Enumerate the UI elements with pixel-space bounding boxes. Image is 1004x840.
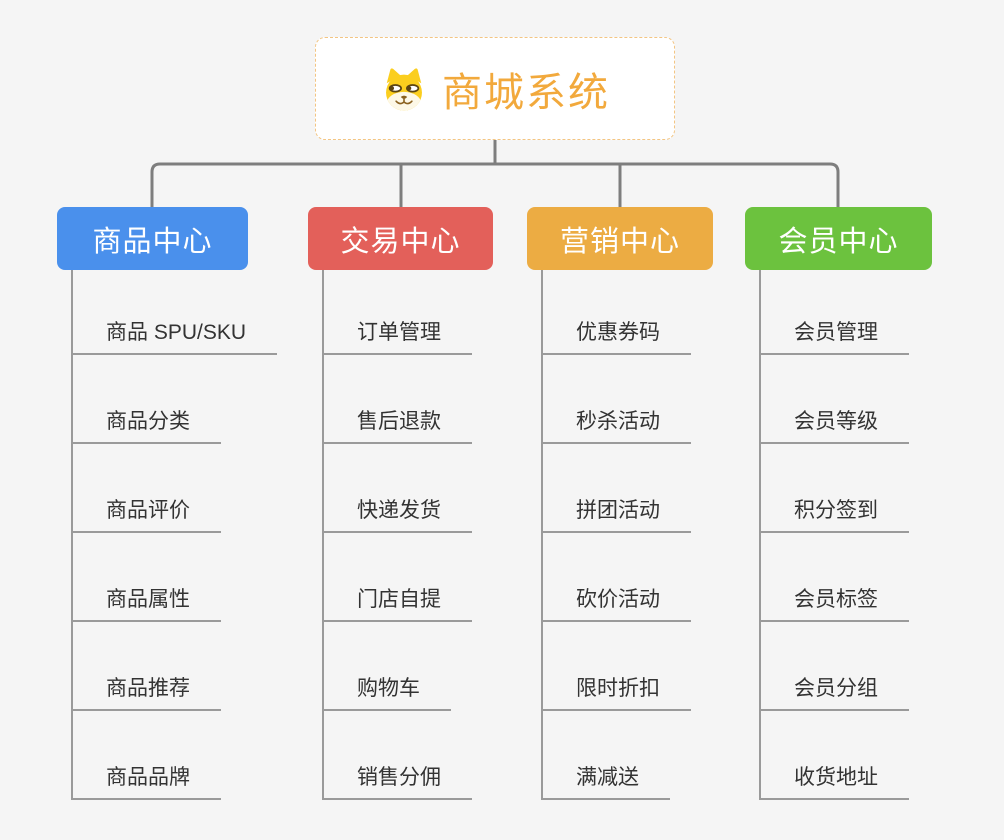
topic-label: 商品评价 xyxy=(73,494,221,533)
topic-item[interactable]: 商品推荐 xyxy=(73,622,277,711)
branch-marketing-items: 优惠券码 秒杀活动 拼团活动 砍价活动 限时折扣 满减送 xyxy=(541,270,691,800)
topic-label: 快递发货 xyxy=(324,494,472,533)
topic-item[interactable]: 收货地址 xyxy=(761,711,909,800)
topic-label: 门店自提 xyxy=(324,583,472,622)
topic-item[interactable]: 销售分佣 xyxy=(324,711,472,800)
topic-item[interactable]: 商品评价 xyxy=(73,444,277,533)
topic-label: 限时折扣 xyxy=(543,672,691,711)
branch-node-trade-center[interactable]: 交易中心 xyxy=(308,207,493,270)
topic-label: 商品分类 xyxy=(73,405,221,444)
branch-node-product-center[interactable]: 商品中心 xyxy=(57,207,248,270)
topic-label: 拼团活动 xyxy=(543,494,691,533)
topic-label: 优惠券码 xyxy=(543,316,691,355)
branch-node-member-center[interactable]: 会员中心 xyxy=(745,207,932,270)
topic-label: 售后退款 xyxy=(324,405,472,444)
topic-label: 订单管理 xyxy=(324,316,472,355)
topic-label: 秒杀活动 xyxy=(543,405,691,444)
branch-trade-center: 交易中心 订单管理 售后退款 快递发货 门店自提 购物车 销售分佣 xyxy=(308,207,493,800)
root-node-mall-system[interactable]: 商城系统 xyxy=(315,37,675,140)
topic-item[interactable]: 快递发货 xyxy=(324,444,472,533)
topic-label: 满减送 xyxy=(543,761,670,800)
topic-label: 商品 SPU/SKU xyxy=(73,316,278,355)
topic-label: 会员分组 xyxy=(761,672,909,711)
branch-marketing-center: 营销中心 优惠券码 秒杀活动 拼团活动 砍价活动 限时折扣 满减送 xyxy=(527,207,713,800)
topic-item[interactable]: 购物车 xyxy=(324,622,472,711)
dog-face-icon xyxy=(386,67,422,111)
topic-item[interactable]: 优惠券码 xyxy=(543,270,691,355)
branch-member-items: 会员管理 会员等级 积分签到 会员标签 会员分组 收货地址 xyxy=(759,270,909,800)
topic-item[interactable]: 会员等级 xyxy=(761,355,909,444)
topic-item[interactable]: 门店自提 xyxy=(324,533,472,622)
topic-item[interactable]: 会员管理 xyxy=(761,270,909,355)
topic-label: 砍价活动 xyxy=(543,583,691,622)
branch-member-center: 会员中心 会员管理 会员等级 积分签到 会员标签 会员分组 收货地址 xyxy=(745,207,932,800)
root-title: 商城系统 xyxy=(442,70,610,115)
topic-item[interactable]: 商品属性 xyxy=(73,533,277,622)
topic-item[interactable]: 订单管理 xyxy=(324,270,472,355)
topic-item[interactable]: 满减送 xyxy=(543,711,691,800)
topic-item[interactable]: 积分签到 xyxy=(761,444,909,533)
topic-item[interactable]: 拼团活动 xyxy=(543,444,691,533)
topic-label: 会员等级 xyxy=(761,405,909,444)
topic-label: 收货地址 xyxy=(761,761,909,800)
topic-item[interactable]: 商品 SPU/SKU xyxy=(73,270,278,355)
topic-item[interactable]: 砍价活动 xyxy=(543,533,691,622)
topic-item[interactable]: 会员分组 xyxy=(761,622,909,711)
topic-item[interactable]: 秒杀活动 xyxy=(543,355,691,444)
topic-label: 商品推荐 xyxy=(73,672,221,711)
topic-label: 商品品牌 xyxy=(73,761,221,800)
branch-trade-items: 订单管理 售后退款 快递发货 门店自提 购物车 销售分佣 xyxy=(322,270,472,800)
branch-product-items: 商品 SPU/SKU 商品分类 商品评价 商品属性 商品推荐 商品品牌 xyxy=(71,270,278,800)
topic-label: 销售分佣 xyxy=(324,761,472,800)
topic-label: 购物车 xyxy=(324,672,451,711)
topic-label: 会员标签 xyxy=(761,583,909,622)
topic-label: 积分签到 xyxy=(761,494,909,533)
topic-item[interactable]: 限时折扣 xyxy=(543,622,691,711)
topic-label: 商品属性 xyxy=(73,583,221,622)
topic-item[interactable]: 会员标签 xyxy=(761,533,909,622)
branch-node-marketing-center[interactable]: 营销中心 xyxy=(527,207,713,270)
topic-label: 会员管理 xyxy=(761,316,909,355)
topic-item[interactable]: 商品品牌 xyxy=(73,711,277,800)
topic-item[interactable]: 售后退款 xyxy=(324,355,472,444)
branch-product-center: 商品中心 商品 SPU/SKU 商品分类 商品评价 商品属性 商品推荐 商品品牌 xyxy=(57,207,278,800)
topic-item[interactable]: 商品分类 xyxy=(73,355,277,444)
